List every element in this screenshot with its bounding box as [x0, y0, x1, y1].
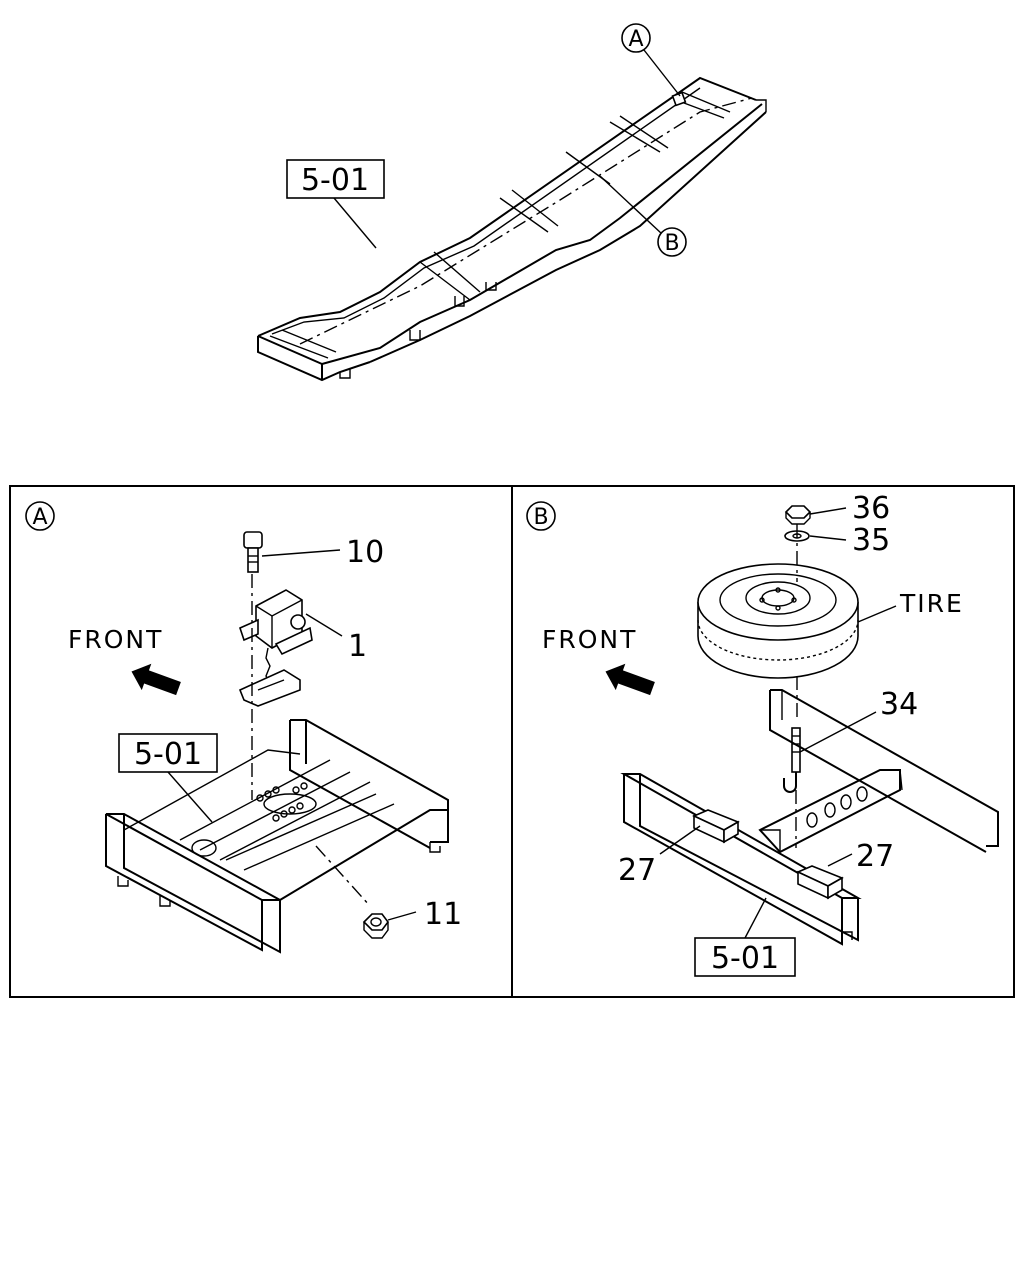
frame-section-a [105, 719, 449, 954]
panel-a: A FRONT 10 1 5-01 [25, 501, 462, 954]
part-1-label: 1 [348, 629, 367, 664]
panel-b-ref-label: 5-01 [711, 941, 779, 976]
panel-b: B FRONT 36 35 TIR [526, 491, 999, 977]
part-11-label: 11 [424, 897, 462, 932]
clamp-plate-icon [238, 669, 301, 707]
nut-icon [362, 913, 389, 939]
callout-b-label: B [664, 231, 679, 256]
frame-section-b [620, 689, 999, 946]
panel-b-tag: B [533, 505, 548, 530]
tire-label: TIRE [899, 589, 964, 618]
bolt-icon [243, 531, 263, 573]
part-35-label: 35 [852, 523, 890, 558]
pad-right-icon [796, 865, 844, 900]
panel-a-front-label: FRONT [68, 625, 163, 654]
hole-row-lower [272, 802, 304, 822]
panel-a-ref-label: 5-01 [134, 737, 202, 772]
overview-ref-label: 5-01 [301, 163, 369, 198]
nut-icon [784, 505, 812, 525]
callout-a: A [621, 23, 651, 53]
panel-a-tag: A [32, 505, 47, 530]
callout-b: B [657, 227, 687, 257]
part-34-label: 34 [880, 687, 918, 722]
hook-bolt-icon [783, 727, 801, 793]
front-arrow-icon [131, 663, 181, 696]
pad-left-icon [692, 809, 740, 844]
overview-ref-box: 5-01 [286, 159, 385, 199]
part-36-label: 36 [852, 491, 890, 526]
part-10-label: 10 [346, 535, 384, 570]
tire-icon [697, 563, 859, 679]
bracket-icon [239, 589, 313, 656]
part-27-left-label: 27 [618, 853, 656, 888]
chassis-frame-overview [257, 49, 767, 382]
panel-b-front-label: FRONT [542, 625, 637, 654]
callout-a-label: A [628, 27, 643, 52]
part-27-right-label: 27 [856, 839, 894, 874]
hole-row-upper [256, 782, 308, 802]
front-arrow-icon [605, 663, 655, 696]
